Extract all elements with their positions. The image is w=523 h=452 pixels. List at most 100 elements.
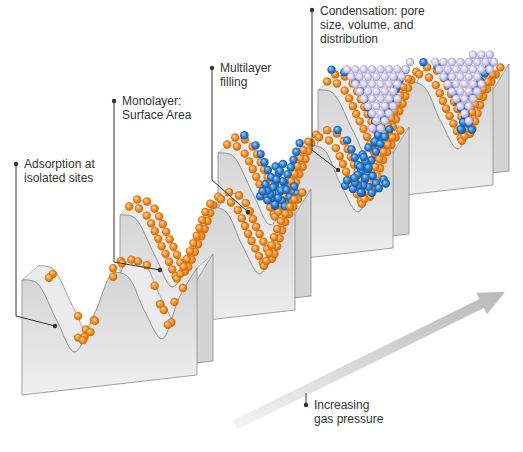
gas-molecule [333, 126, 341, 134]
gas-molecule [340, 86, 348, 94]
gas-molecule [376, 124, 384, 132]
gas-molecule [150, 282, 158, 290]
gas-molecule [381, 102, 389, 110]
gas-molecule [415, 70, 423, 78]
gas-molecule [143, 197, 151, 205]
gas-molecule [385, 125, 393, 133]
gas-molecule [295, 139, 303, 147]
gas-molecule [165, 258, 173, 266]
gas-molecule [154, 235, 162, 243]
gas-molecule [231, 133, 239, 141]
gas-molecule [298, 188, 306, 196]
gas-molecule [238, 214, 246, 222]
gas-molecule [389, 87, 397, 95]
gas-molecule [134, 257, 142, 265]
gas-molecule [240, 131, 248, 139]
gas-molecule [402, 65, 410, 73]
gas-molecule [460, 109, 468, 117]
gas-molecule [195, 224, 203, 232]
gas-molecule [465, 87, 473, 95]
gas-molecule [327, 65, 335, 73]
gas-molecule [477, 51, 485, 59]
gas-molecule [290, 195, 298, 203]
gas-molecule [481, 58, 489, 66]
gas-molecule [332, 144, 340, 152]
gas-molecule [339, 160, 347, 168]
gas-molecule [351, 80, 359, 88]
gas-molecule [376, 95, 384, 103]
gas-molecule [287, 163, 295, 171]
gas-molecule [223, 140, 231, 148]
gas-molecule [79, 336, 87, 344]
gas-molecule [240, 149, 248, 157]
leader-dot [112, 99, 116, 103]
gas-molecule [157, 242, 165, 250]
gas-molecule [436, 89, 444, 97]
gas-molecule [150, 204, 158, 212]
gas-molecule [364, 143, 372, 151]
gas-molecule [290, 182, 298, 190]
gas-molecule [279, 160, 287, 168]
gas-molecule [477, 80, 485, 88]
gas-molecule [435, 65, 443, 73]
gas-molecule [342, 168, 350, 176]
gas-molecule [368, 65, 376, 73]
gas-molecule [372, 147, 380, 155]
gas-molecule [393, 65, 401, 73]
gas-molecule [173, 251, 181, 259]
gas-molecule [109, 272, 117, 280]
gas-molecule [125, 202, 133, 210]
gas-molecule [376, 140, 384, 148]
gas-molecule [486, 51, 494, 59]
gas-molecule [262, 257, 270, 265]
gas-molecule [367, 110, 375, 118]
gas-molecule [180, 262, 188, 270]
gas-molecule [151, 227, 159, 235]
gas-molecule [256, 150, 264, 158]
gas-molecule [249, 215, 257, 223]
gas-molecule [352, 110, 360, 118]
gas-molecule [396, 126, 404, 134]
gas-molecule [304, 137, 312, 145]
gas-molecule [486, 65, 494, 73]
gas-molecule [281, 210, 289, 218]
gas-molecule [381, 87, 389, 95]
gas-molecule [286, 202, 294, 210]
gas-molecule [267, 241, 275, 249]
gas-molecule [406, 58, 414, 66]
gas-molecule [325, 136, 333, 144]
gas-molecule [360, 65, 368, 73]
gas-molecule [375, 184, 383, 192]
gas-molecule [45, 274, 53, 282]
leader-dot [14, 162, 18, 166]
gas-molecule [133, 195, 141, 203]
gas-molecule [170, 298, 178, 306]
leader-dot [210, 66, 214, 70]
gas-molecule [469, 95, 477, 103]
gas-molecule [496, 63, 504, 71]
gas-molecule [135, 204, 143, 212]
gas-molecule [397, 73, 405, 81]
gas-molecule [381, 132, 389, 140]
leader-line [114, 101, 160, 270]
leader-line [16, 164, 55, 326]
gas-molecule [393, 95, 401, 103]
gas-molecule [448, 87, 456, 95]
gas-molecule [201, 208, 209, 216]
gas-molecule [389, 73, 397, 81]
gas-molecule [388, 133, 396, 141]
gas-molecule [473, 87, 481, 95]
gas-molecule [452, 65, 460, 73]
gas-molecule [282, 186, 290, 194]
gas-molecule [272, 175, 280, 183]
gas-molecule [460, 95, 468, 103]
gas-molecule [165, 235, 173, 243]
gas-molecule [277, 217, 285, 225]
gas-molecule [345, 94, 353, 102]
slab-front [22, 268, 197, 395]
gas-molecule [351, 65, 359, 73]
gas-molecule [349, 102, 357, 110]
gas-molecule [292, 148, 300, 156]
gas-molecule [385, 80, 393, 88]
